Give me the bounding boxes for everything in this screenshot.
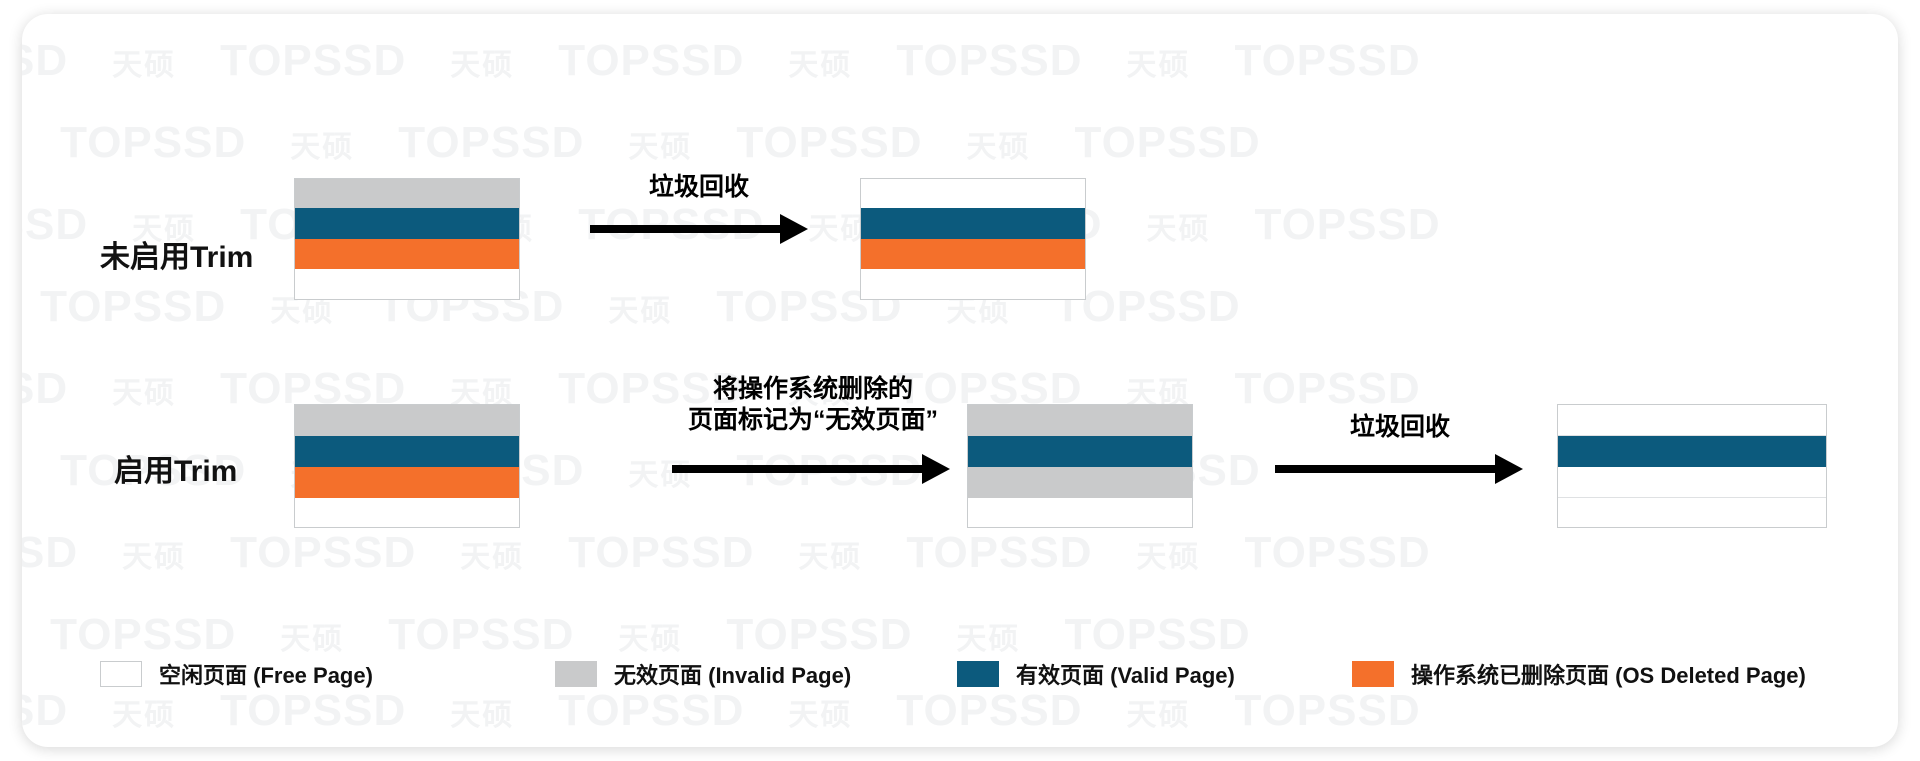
legend-item-valid: 有效页面 (Valid Page) — [957, 654, 1235, 694]
arrow-shaft — [590, 225, 782, 233]
trim-mark-arrow-label: 将操作系统删除的 页面标记为“无效页面” — [687, 375, 938, 434]
arrow-shaft — [1275, 465, 1497, 473]
legend-item-free: 空闲页面 (Free Page) — [100, 654, 373, 694]
legend-label-valid: 有效页面 (Valid Page) — [1016, 663, 1235, 688]
page-segment-invalid — [968, 467, 1192, 498]
legend: 空闲页面 (Free Page) 无效页面 (Invalid Page) 有效页… — [22, 654, 1898, 694]
row-label-trim-enabled: 启用Trim — [114, 455, 238, 488]
row-label-trim-disabled: 未启用Trim — [100, 241, 254, 274]
page-segment-free — [1558, 405, 1826, 436]
legend-label-free: 空闲页面 (Free Page) — [159, 663, 373, 688]
page-segment-os-deleted — [295, 467, 519, 498]
page-segment-os-deleted — [295, 239, 519, 269]
page-segment-free — [295, 269, 519, 299]
legend-label-os-deleted: 操作系统已删除页面 (OS Deleted Page) — [1411, 663, 1806, 688]
page-segment-valid — [295, 436, 519, 467]
arrow-head-icon — [1495, 454, 1523, 484]
legend-swatch-free-icon — [100, 661, 142, 687]
page-segment-free — [1558, 498, 1826, 527]
page-segment-valid — [861, 208, 1085, 239]
page-segment-free — [861, 179, 1085, 208]
page-segment-invalid — [295, 405, 519, 436]
legend-swatch-invalid-icon — [555, 661, 597, 687]
legend-item-invalid: 无效页面 (Invalid Page) — [555, 654, 851, 694]
page-segment-free — [861, 269, 1085, 299]
page-segment-valid — [1558, 436, 1826, 467]
arrow-head-icon — [922, 454, 950, 484]
page-segment-os-deleted — [861, 239, 1085, 269]
page-segment-invalid — [295, 179, 519, 208]
page-segment-free — [1558, 467, 1826, 498]
stack-trim-disabled-after — [860, 178, 1086, 300]
legend-swatch-os-deleted-icon — [1352, 661, 1394, 687]
stack-trim-enabled-marked — [967, 404, 1193, 528]
stack-trim-disabled-before — [294, 178, 520, 300]
garbage-collection-arrow-1 — [590, 214, 808, 244]
page-segment-free — [968, 498, 1192, 527]
page-segment-invalid — [968, 405, 1192, 436]
legend-label-invalid: 无效页面 (Invalid Page) — [614, 663, 852, 688]
diagram-card: TOPSSD天硕TOPSSD天硕TOPSSD天硕TOPSSD天硕TOPSSD T… — [22, 14, 1898, 747]
diagram-content: 未启用Trim 垃圾回收 启用Trim — [22, 14, 1898, 747]
legend-item-os-deleted: 操作系统已删除页面 (OS Deleted Page) — [1352, 654, 1806, 694]
garbage-collection-arrow-2-label: 垃圾回收 — [1349, 413, 1450, 441]
trim-mark-arrow — [672, 454, 954, 484]
garbage-collection-arrow-2 — [1275, 454, 1525, 484]
arrow-head-icon — [780, 214, 808, 244]
garbage-collection-arrow-1-label: 垃圾回收 — [648, 173, 749, 201]
legend-swatch-valid-icon — [957, 661, 999, 687]
page-segment-free — [295, 498, 519, 527]
page-segment-valid — [968, 436, 1192, 467]
arrow-shaft — [672, 465, 924, 473]
stack-trim-enabled-before — [294, 404, 520, 528]
page-segment-valid — [295, 208, 519, 239]
stack-trim-enabled-after — [1557, 404, 1827, 528]
